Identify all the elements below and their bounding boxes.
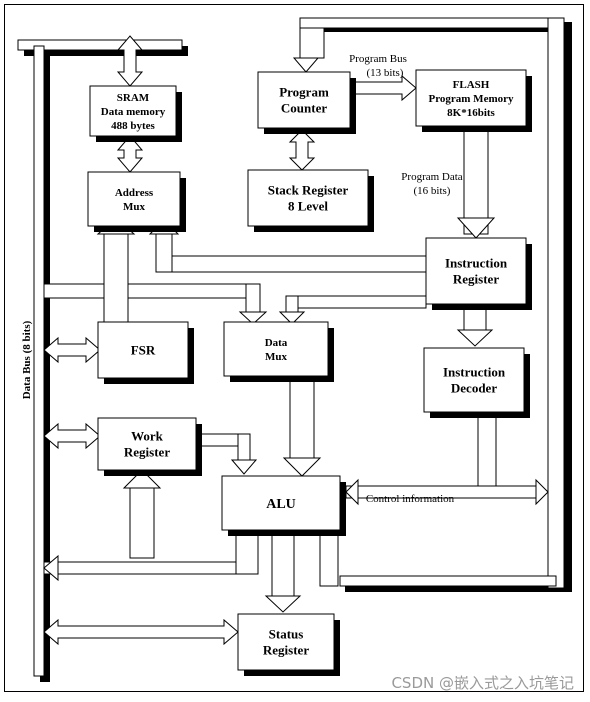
block-alu: ALU xyxy=(221,475,346,536)
block-box xyxy=(97,321,189,379)
arrow-alu-return xyxy=(319,529,339,587)
arrow-datamux-alu-head xyxy=(282,457,322,477)
connectors xyxy=(43,27,549,646)
arrow-alu-status xyxy=(271,529,295,601)
bus-databus-datamux xyxy=(43,283,259,299)
arrow-work-alu-head xyxy=(230,459,258,475)
bus-top-left xyxy=(17,39,183,51)
block-box xyxy=(237,613,335,671)
program-bus-label-1: Program Bus xyxy=(349,53,407,65)
block-instruction-decoder-line-1: Decoder xyxy=(451,381,497,396)
bus-top-right xyxy=(299,17,565,29)
block-box xyxy=(223,321,329,377)
arrow-flash-ir-head xyxy=(456,217,496,239)
program-data-label-2: (16 bits) xyxy=(414,185,451,197)
block-box xyxy=(247,169,369,227)
block-instruction-decoder-line-0: Instruction xyxy=(443,365,506,380)
block-box xyxy=(415,69,527,127)
block-program-counter-line-0: Program xyxy=(279,85,329,100)
bus-ir-addrmux xyxy=(155,255,427,273)
block-instruction-register-line-0: Instruction xyxy=(445,256,508,271)
bus-databus-datamux-v xyxy=(245,283,261,315)
block-flash: FLASH Program Memory 8K*16bits xyxy=(415,69,532,132)
bus-bottom-return xyxy=(339,575,557,587)
arrow-sram-bus xyxy=(116,35,144,87)
block-sram-line-0: SRAM xyxy=(117,92,150,104)
block-flash-line-2: 8K*16bits xyxy=(447,107,495,119)
block-fsr-line-0: FSR xyxy=(131,343,156,358)
arrow-sram-addrmux xyxy=(116,135,144,173)
block-address-mux-line-1: Mux xyxy=(123,201,146,213)
block-stack-register-line-0: Stack Register xyxy=(268,183,349,198)
block-sram-line-2: 488 bytes xyxy=(111,120,155,132)
block-box xyxy=(257,71,351,129)
labels: Program Bus (13 bits) Program Data (16 b… xyxy=(21,53,574,692)
arrow-ctrl-head-right xyxy=(535,478,549,506)
block-alu-line-0: ALU xyxy=(266,497,296,512)
arrow-pc-stack xyxy=(288,129,316,171)
block-box xyxy=(425,237,527,305)
bus-right-loop xyxy=(547,17,565,589)
block-work-register-line-1: Register xyxy=(124,445,170,460)
bus-alu-databus xyxy=(43,561,259,575)
block-address-mux-line-0: Address xyxy=(115,187,154,199)
arrow-alu-work-head xyxy=(122,469,162,489)
bus-ir-datamux-head xyxy=(278,311,306,325)
control-information-label: Control information xyxy=(366,493,455,505)
block-box xyxy=(221,475,341,531)
arrow-datamux-alu xyxy=(289,375,315,463)
block-instruction-register-line-1: Register xyxy=(453,272,499,287)
arrow-flash-ir xyxy=(463,125,489,235)
bus-alu-databus-head xyxy=(43,554,59,582)
arrow-databus-fsr xyxy=(43,336,101,364)
block-sram-line-1: Data memory xyxy=(101,106,166,118)
program-bus-label-2: (13 bits) xyxy=(367,67,404,79)
block-stack-register-line-1: 8 Level xyxy=(288,199,328,214)
bus-databus-datamux-head xyxy=(238,311,268,325)
arrow-decoder-ctrl-v xyxy=(477,411,497,497)
arrow-databus-work xyxy=(43,422,101,450)
diagram-frame xyxy=(4,4,584,692)
bus-alu-databus-v xyxy=(235,529,259,575)
block-work-register-line-0: Work xyxy=(131,429,164,444)
arrow-fsr-addrmux xyxy=(103,225,129,323)
block-box xyxy=(423,347,525,413)
bus-ir-datamux xyxy=(285,295,427,309)
block-sram: SRAM Data memory 488 bytes xyxy=(89,85,182,142)
data-bus-vertical xyxy=(33,45,45,677)
watermark: CSDN @嵌入式之入坑笔记 xyxy=(391,674,574,692)
block-box xyxy=(87,171,181,227)
block-status-register-line-0: Status xyxy=(269,627,304,642)
arrow-databus-status xyxy=(43,618,239,646)
block-status-register-line-1: Register xyxy=(263,643,309,658)
arrow-pc-flash xyxy=(354,74,417,102)
arrow-alu-status-head xyxy=(264,595,302,613)
program-data-label-1: Program Data xyxy=(401,171,463,183)
block-program-counter-line-1: Counter xyxy=(281,101,327,116)
block-data-mux-line-0: Data xyxy=(265,337,288,349)
block-flash-line-1: Program Memory xyxy=(428,93,514,105)
block-box xyxy=(89,85,177,137)
arrow-alu-work xyxy=(129,487,155,559)
buses xyxy=(17,17,565,677)
data-bus-label: Data Bus (8 bits) xyxy=(21,320,33,399)
arrow-ctrl-head-left xyxy=(345,478,359,506)
arrow-ir-decoder-head xyxy=(456,329,494,347)
block-data-mux-line-1: Mux xyxy=(265,351,288,363)
block-box xyxy=(97,417,197,471)
block-flash-line-0: FLASH xyxy=(453,79,490,91)
arrow-bus-pc-2 xyxy=(299,27,325,59)
block-fsr: FSR xyxy=(97,321,194,384)
